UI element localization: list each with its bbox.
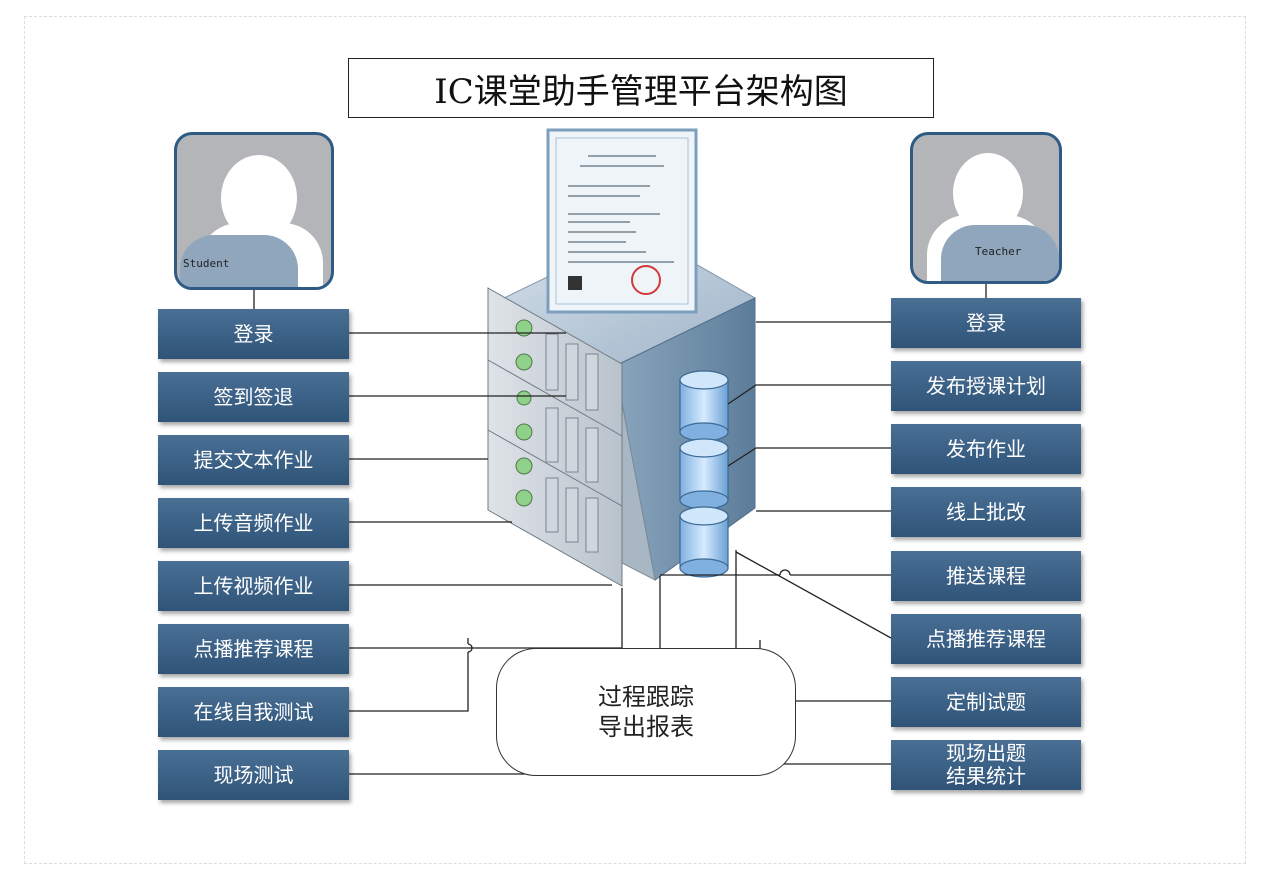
- teacher-push-courses-button[interactable]: 推送课程: [891, 551, 1081, 601]
- teacher-publish-homework-button[interactable]: 发布作业: [891, 424, 1081, 474]
- student-onsite-test-button[interactable]: 现场测试: [158, 750, 349, 800]
- tracker-line-1: 过程跟踪: [598, 683, 694, 711]
- page-title: IC课堂助手管理平台架构图: [348, 58, 934, 118]
- teacher-publish-plan-button[interactable]: 发布授课计划: [891, 361, 1081, 411]
- teacher-onsite-questions-stats-button[interactable]: 现场出题 结果统计: [891, 740, 1081, 790]
- diagram-frame: [24, 16, 1246, 864]
- teacher-online-grading-button[interactable]: 线上批改: [891, 487, 1081, 537]
- teacher-label: Teacher: [975, 245, 1022, 258]
- teacher-label-panel: [941, 225, 1059, 281]
- student-submit-text-homework-button[interactable]: 提交文本作业: [158, 435, 349, 485]
- student-avatar: Student: [174, 132, 334, 290]
- process-tracking-box: 过程跟踪 导出报表: [496, 648, 796, 776]
- tracker-line-2: 导出报表: [598, 713, 694, 741]
- software-copyright-certificate: [546, 128, 698, 314]
- teacher-login-button[interactable]: 登录: [891, 298, 1081, 348]
- student-upload-video-homework-button[interactable]: 上传视频作业: [158, 561, 349, 611]
- student-login-button[interactable]: 登录: [158, 309, 349, 359]
- teacher-custom-questions-button[interactable]: 定制试题: [891, 677, 1081, 727]
- student-checkin-button[interactable]: 签到签退: [158, 372, 349, 422]
- student-upload-audio-homework-button[interactable]: 上传音频作业: [158, 498, 349, 548]
- student-wires: [349, 332, 736, 775]
- student-recommended-courses-button[interactable]: 点播推荐课程: [158, 624, 349, 674]
- teacher-recommended-courses-button[interactable]: 点播推荐课程: [891, 614, 1081, 664]
- server-rack-illustration: [487, 231, 757, 587]
- student-self-test-button[interactable]: 在线自我测试: [158, 687, 349, 737]
- student-label-panel: [180, 235, 298, 287]
- student-label: Student: [183, 257, 230, 270]
- teacher-avatar: Teacher: [910, 132, 1062, 284]
